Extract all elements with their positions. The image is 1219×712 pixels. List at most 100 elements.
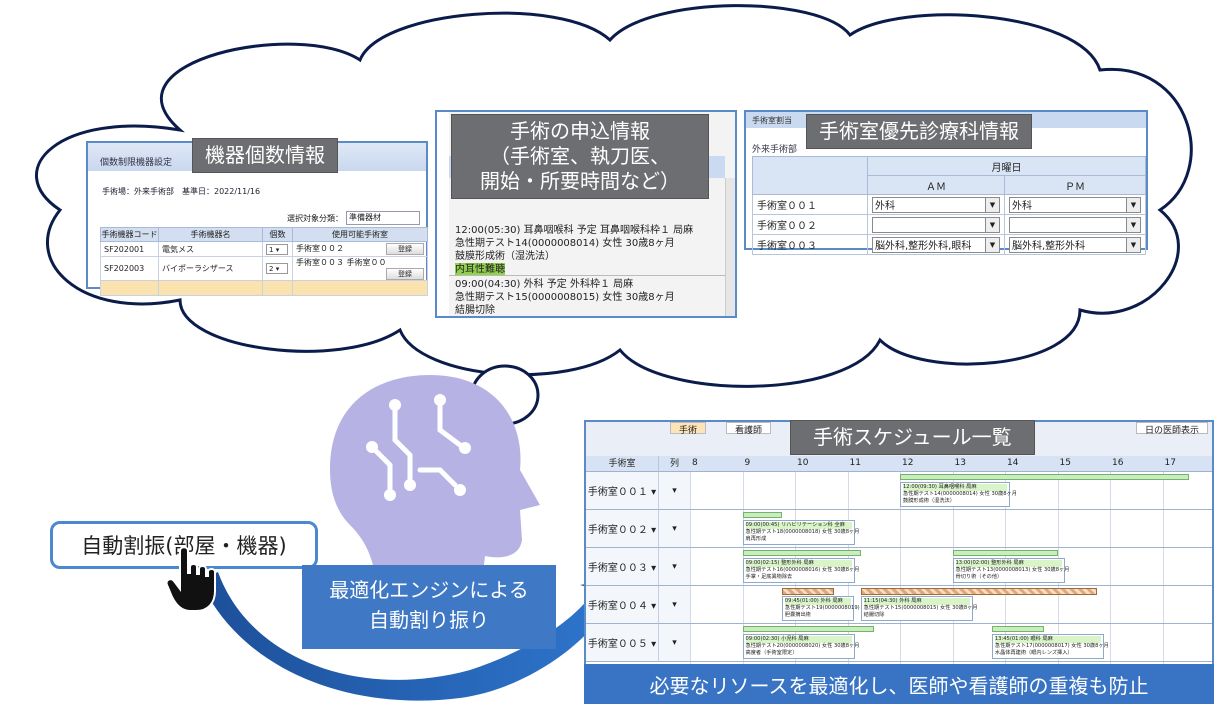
code-cell: SF202003 bbox=[100, 256, 159, 281]
hour-label: 13 bbox=[954, 458, 966, 468]
surgery-card[interactable]: 09:00(02:30) 小児科 局麻急性期テスト20(0000008020) … bbox=[742, 634, 860, 659]
card-title: 12:00(09:30) 耳鼻咽喉科 局麻 bbox=[903, 484, 1007, 491]
am-select[interactable]: 外科▼ bbox=[872, 196, 1000, 213]
hour-label: 15 bbox=[1059, 458, 1071, 468]
filter-row: 選択対象分類： 準備器材 bbox=[287, 211, 420, 225]
hour-label: 14 bbox=[1007, 458, 1019, 468]
hour-gridline bbox=[1110, 472, 1111, 702]
flow-arrow bbox=[200, 572, 640, 701]
hour-label: 16 bbox=[1112, 458, 1124, 468]
surgery-card[interactable]: 12:00(09:30) 耳鼻咽喉科 局麻急性期テスト14(0000008014… bbox=[900, 482, 1017, 507]
diagnosis-tag: 内耳性難聴 bbox=[455, 263, 505, 276]
row-gridline bbox=[690, 661, 1212, 662]
table-row: 手術室００３ 脳外科,整形外科,眼科▼ 脳外科,整形外科▼ bbox=[752, 234, 1146, 255]
card-title: 13:00(02:00) 整形外科 局麻 bbox=[955, 560, 1062, 567]
list-item[interactable]: 12:00(05:30) 耳鼻咽喉科 予定 耳鼻咽喉科枠１ 局麻 急性期テスト1… bbox=[455, 225, 694, 276]
card-line: 急性期テスト13(0000008013) 女性 30歳8ヶ月 bbox=[955, 567, 1070, 573]
equipment-count-panel: 個数制限機器設定 手術場：外来手術部 基準日：2022/11/16 選択対象分類… bbox=[86, 141, 428, 296]
row-select[interactable]: ▾ bbox=[658, 510, 690, 548]
schedule-bar bbox=[991, 626, 1045, 632]
hour-gridline bbox=[795, 472, 796, 702]
scrollbar[interactable] bbox=[725, 178, 735, 316]
surgery-card[interactable]: 09:45(01:00) 外科 局麻急性期テスト19(0000008019)胆嚢… bbox=[781, 596, 860, 621]
row-select[interactable]: ▾ bbox=[658, 624, 690, 662]
list-item[interactable]: 09:00(04:30) 外科 予定 外科枠１ 局麻 急性期テスト15(0000… bbox=[455, 279, 675, 316]
doctor-display-button[interactable]: 日の医師表示 bbox=[1135, 422, 1208, 436]
row-col-header: 列 bbox=[658, 456, 690, 472]
filter-label: 選択対象分類： bbox=[287, 213, 343, 223]
row-select[interactable]: ▾ bbox=[658, 472, 690, 510]
yusen-label: 手術室優先診療科情報 bbox=[806, 114, 1032, 149]
card-line: 急性期テスト19(0000008019) bbox=[784, 605, 860, 611]
register-button[interactable]: 登録 bbox=[386, 243, 424, 255]
schedule-bar bbox=[742, 626, 874, 632]
rooms-cell: 手術室００２ 登録 bbox=[292, 241, 428, 257]
card-line: 骨切り術（その他） bbox=[955, 574, 1003, 580]
card-line: 肩再形成 bbox=[745, 536, 767, 542]
card-title: 09:00(00:45) リハビリテーション科 全麻 bbox=[745, 522, 852, 529]
filter-select[interactable]: 準備器材 bbox=[346, 211, 420, 225]
register-button[interactable]: 登録 bbox=[386, 268, 424, 280]
summary-banner: 必要なリソースを最適化し、医師や看護師の重複も防止 bbox=[584, 664, 1214, 704]
card-line: 結腸切除 bbox=[863, 612, 885, 618]
card-line: 急性期テスト14(0000008014) 女性 30歳8ヶ月 bbox=[903, 491, 1017, 497]
hour-label: 11 bbox=[849, 458, 861, 468]
card-line: 急性期テスト18(0000008018) 女性 30歳8ヶ月 bbox=[745, 529, 860, 535]
surgery-card[interactable]: 09:00(00:45) リハビリテーション科 全麻急性期テスト18(00000… bbox=[742, 520, 860, 545]
am-header: ＡＭ bbox=[867, 175, 1005, 195]
panel-subtitle: 外来手術部 bbox=[752, 145, 798, 155]
name-cell: 電気メス bbox=[158, 241, 263, 257]
schedule-bar bbox=[952, 550, 1058, 556]
am-select[interactable]: 脳外科,整形外科,眼科▼ bbox=[872, 236, 1000, 253]
surgery-card[interactable]: 11:15(04:30) 外科 局麻急性期テスト15(0000008015) 女… bbox=[860, 596, 978, 621]
hour-gridline bbox=[900, 472, 901, 702]
table-row: 手術室００１ 外科▼ 外科▼ bbox=[752, 194, 1146, 215]
room-label: 手術室００５ ▾ bbox=[586, 624, 658, 662]
card-line: 手掌・足底異物除去 bbox=[745, 574, 793, 580]
hour-gridline bbox=[1005, 472, 1006, 702]
card-title: 09:00(02:30) 小児科 局麻 bbox=[745, 636, 852, 643]
room-label: 手術室００１ ▾ bbox=[586, 472, 658, 510]
surgery-card[interactable]: 09:00(02:15) 整形外科 局麻急性期テスト16(0000008016)… bbox=[742, 558, 859, 583]
optimization-engine-box: 最適化エンジンによる 自動割り振り bbox=[302, 565, 556, 649]
pointer-hand-icon bbox=[165, 546, 216, 612]
pm-select[interactable]: 外科▼ bbox=[1009, 196, 1141, 213]
ai-head-icon bbox=[330, 375, 540, 600]
card-title: 09:00(02:15) 整形外科 局麻 bbox=[745, 560, 852, 567]
moshikomi-label: 手術の申込情報 （手術室、執刀医、 開始・所要時間など） bbox=[451, 114, 709, 199]
row-select[interactable]: ▾ bbox=[658, 548, 690, 586]
col-header: 手術機器コード bbox=[100, 227, 159, 242]
card-line: 急性期テスト20(0000008020) 女性 30歳8ヶ月 bbox=[745, 643, 860, 649]
unavailable-bar bbox=[860, 588, 1097, 595]
count-select[interactable]: 2 ▾ bbox=[266, 263, 288, 274]
room-col-header: 手術室 bbox=[586, 456, 658, 472]
row-gridline bbox=[690, 623, 1212, 624]
table-row bbox=[100, 280, 428, 296]
tab-nurse[interactable]: 看護師 bbox=[726, 422, 772, 436]
schedule-bar bbox=[742, 512, 782, 518]
card-line: 胆嚢摘出術 bbox=[784, 612, 811, 618]
count-select[interactable]: 1 ▾ bbox=[266, 243, 288, 255]
pm-header: ＰＭ bbox=[1004, 175, 1146, 195]
count-cell: 1 ▾ bbox=[262, 241, 293, 257]
row-select[interactable]: ▾ bbox=[658, 586, 690, 624]
code-cell: SF202001 bbox=[100, 241, 159, 257]
tab-surgery[interactable]: 手術 bbox=[670, 422, 707, 436]
table-row: SF202003 バイポーラシザース 2 ▾ 手術室００３ 手術室００ 登録 bbox=[100, 256, 428, 281]
am-select[interactable]: ▼ bbox=[872, 216, 1000, 233]
surgery-card[interactable]: 13:00(02:00) 整形外科 局麻急性期テスト13(0000008013)… bbox=[952, 558, 1070, 583]
hour-gridline bbox=[1057, 472, 1059, 702]
hour-label: 12 bbox=[902, 458, 914, 468]
schedule-grid: 12:00(09:30) 耳鼻咽喉科 局麻急性期テスト14(0000008014… bbox=[690, 472, 1212, 702]
pm-select[interactable]: 脳外科,整形外科▼ bbox=[1009, 236, 1141, 253]
hour-gridline bbox=[1162, 472, 1164, 702]
room-label: 手術室００４ ▾ bbox=[586, 586, 658, 624]
table-row: 手術室００２ ▼ ▼ bbox=[752, 214, 1146, 235]
pm-select[interactable]: ▼ bbox=[1009, 216, 1141, 233]
priority-table: 月曜日 ＡＭ ＰＭ 手術室００１ 外科▼ 外科▼ 手術室００２ ▼ ▼ 手術室０… bbox=[752, 156, 1146, 255]
equipment-table: 手術機器コード 手術機器名 個数 使用可能手術室 SF202001 電気メス 1… bbox=[100, 227, 428, 296]
surgery-card[interactable]: 13:45(01:00) 眼科 局麻急性期テスト17(0000008017) 女… bbox=[991, 634, 1109, 659]
name-cell: バイポーラシザース bbox=[158, 256, 263, 281]
